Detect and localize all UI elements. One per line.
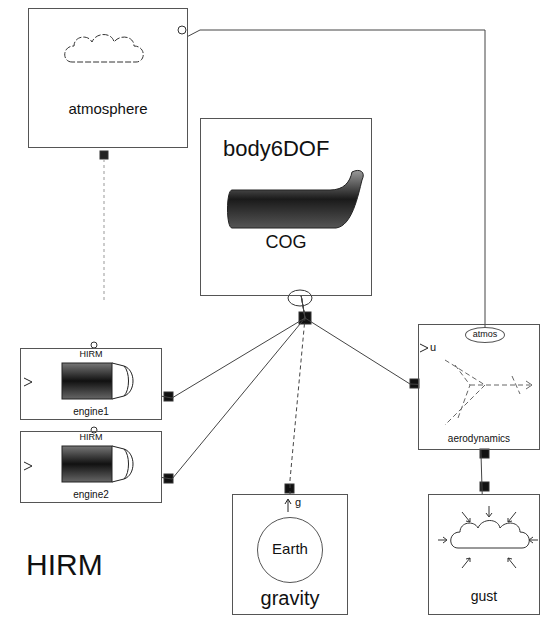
signal-name: g bbox=[295, 496, 301, 508]
component-name: atmos bbox=[466, 330, 504, 340]
port-circle bbox=[178, 26, 186, 34]
connector-layer bbox=[162, 30, 485, 494]
gust-cloud bbox=[451, 521, 530, 549]
gravity-arrow bbox=[285, 499, 291, 512]
earth-circle: Earth bbox=[257, 517, 323, 583]
cloud-icon bbox=[65, 35, 144, 63]
gust-arrows bbox=[438, 506, 538, 568]
input-arrow bbox=[420, 344, 428, 352]
component-box: HIRM engine2 bbox=[20, 431, 162, 503]
component-name: gust bbox=[429, 589, 539, 604]
component-box: atmosphere bbox=[28, 8, 188, 148]
engine-nozzle bbox=[112, 446, 133, 482]
component-name: aerodynamics bbox=[419, 433, 539, 444]
port-square bbox=[480, 482, 489, 491]
connection-line bbox=[188, 30, 485, 327]
aircraft-icon bbox=[228, 170, 364, 228]
engine-icon bbox=[62, 363, 112, 399]
engine-nozzle bbox=[112, 363, 133, 399]
component-box: body6DOF COG bbox=[200, 118, 372, 296]
tail-arrow bbox=[526, 381, 532, 389]
connection-line bbox=[162, 296, 305, 479]
input-arrow bbox=[24, 462, 32, 470]
port-ellipse bbox=[288, 290, 312, 306]
connection-line bbox=[290, 296, 305, 494]
input-arrow bbox=[24, 378, 32, 386]
component-class: HIRM bbox=[21, 433, 161, 443]
component-name: COG bbox=[201, 233, 371, 253]
component-name: Earth bbox=[258, 541, 322, 558]
component-name: atmosphere bbox=[29, 101, 187, 118]
port-ellipse: atmos bbox=[465, 327, 505, 343]
component-name: engine2 bbox=[21, 489, 161, 500]
illustration bbox=[24, 26, 538, 568]
engine-icon bbox=[62, 446, 112, 482]
component-box: aerodynamics atmos bbox=[418, 324, 540, 450]
signal-name: u bbox=[430, 341, 436, 353]
aircraft-outline bbox=[445, 360, 530, 425]
component-class: HIRM bbox=[21, 350, 161, 360]
connection-line bbox=[301, 296, 418, 384]
component-name: engine1 bbox=[21, 406, 161, 417]
component-box: gravity Earth bbox=[232, 494, 348, 615]
component-box: gust bbox=[428, 494, 540, 615]
model-name: HIRM bbox=[26, 548, 103, 581]
wire bbox=[104, 159, 105, 300]
component-name: gravity bbox=[233, 587, 347, 609]
component-name: body6DOF bbox=[223, 137, 329, 161]
connection-line bbox=[162, 296, 305, 398]
component-box: HIRM engine1 bbox=[20, 348, 162, 420]
connection-line bbox=[481, 450, 482, 494]
port-square bbox=[100, 151, 108, 159]
